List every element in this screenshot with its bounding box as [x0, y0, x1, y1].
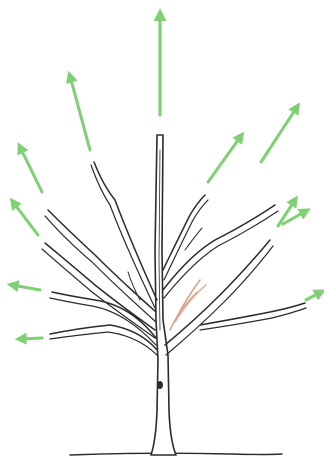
pruned-twigs [170, 280, 206, 330]
growth-arrow [208, 136, 241, 182]
growth-arrow [20, 338, 42, 339]
growth-arrows [12, 14, 321, 339]
growth-arrow [12, 285, 40, 290]
branch-upper-right-edge [164, 200, 208, 280]
pruned-twig [175, 285, 206, 322]
growth-arrow [13, 202, 38, 235]
branch-lowest-left-edge [50, 332, 158, 356]
branch-low-right-edge [200, 308, 306, 330]
growth-arrow [70, 76, 90, 150]
branch-upper-left [94, 162, 157, 300]
branch-lower-mid-left [45, 243, 155, 330]
branch-lower-right [165, 240, 270, 345]
growth-arrow [306, 292, 321, 300]
twig-inner-left [128, 272, 140, 300]
tree-branches [42, 162, 306, 356]
growth-arrow [261, 107, 297, 162]
branch-mid-right-edge [164, 211, 278, 298]
branch-lower-right-edge [166, 246, 273, 355]
branch-upper-left-edge [91, 165, 156, 310]
branch-mid-left-edge [45, 216, 156, 322]
growth-arrow [20, 147, 42, 192]
trunk-knot [157, 381, 163, 389]
